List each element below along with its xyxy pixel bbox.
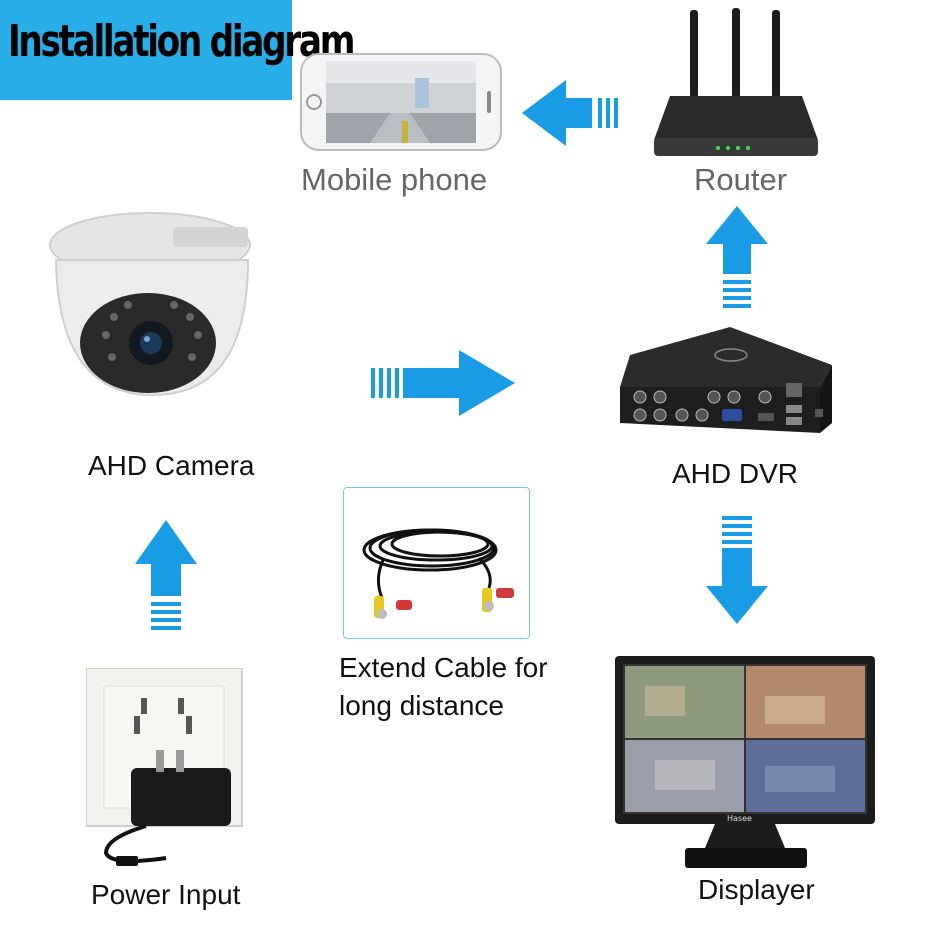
- dvr-label: AHD DVR: [672, 458, 799, 489]
- router-icon: [652, 8, 820, 160]
- arrow-up-router-icon: [706, 206, 768, 316]
- dvr-icon: [610, 325, 835, 437]
- display-label: Displayer: [698, 874, 815, 905]
- cable-label: Extend Cable for: [339, 652, 548, 683]
- monitor-brand: Hasee: [727, 814, 752, 823]
- power-adapter-icon: [86, 668, 246, 870]
- arrow-left-icon: [522, 80, 624, 146]
- camera-label: AHD Camera: [88, 450, 255, 481]
- router-label: Router: [694, 162, 788, 197]
- title-banner: Installation diagram: [0, 0, 355, 100]
- dome-camera-icon: [48, 205, 258, 400]
- arrow-up-camera-icon: [135, 520, 197, 636]
- power-label: Power Input: [91, 879, 241, 910]
- mobile-phone-label: Mobile phone: [301, 162, 488, 197]
- cable-box: [343, 487, 530, 639]
- monitor-icon: [615, 656, 877, 870]
- page-title: Installation diagram: [8, 16, 355, 67]
- arrow-right-icon: [371, 350, 515, 416]
- cable-label-line2: long distance: [339, 690, 505, 721]
- phone-icon: [300, 53, 502, 151]
- arrow-down-icon: [706, 516, 768, 624]
